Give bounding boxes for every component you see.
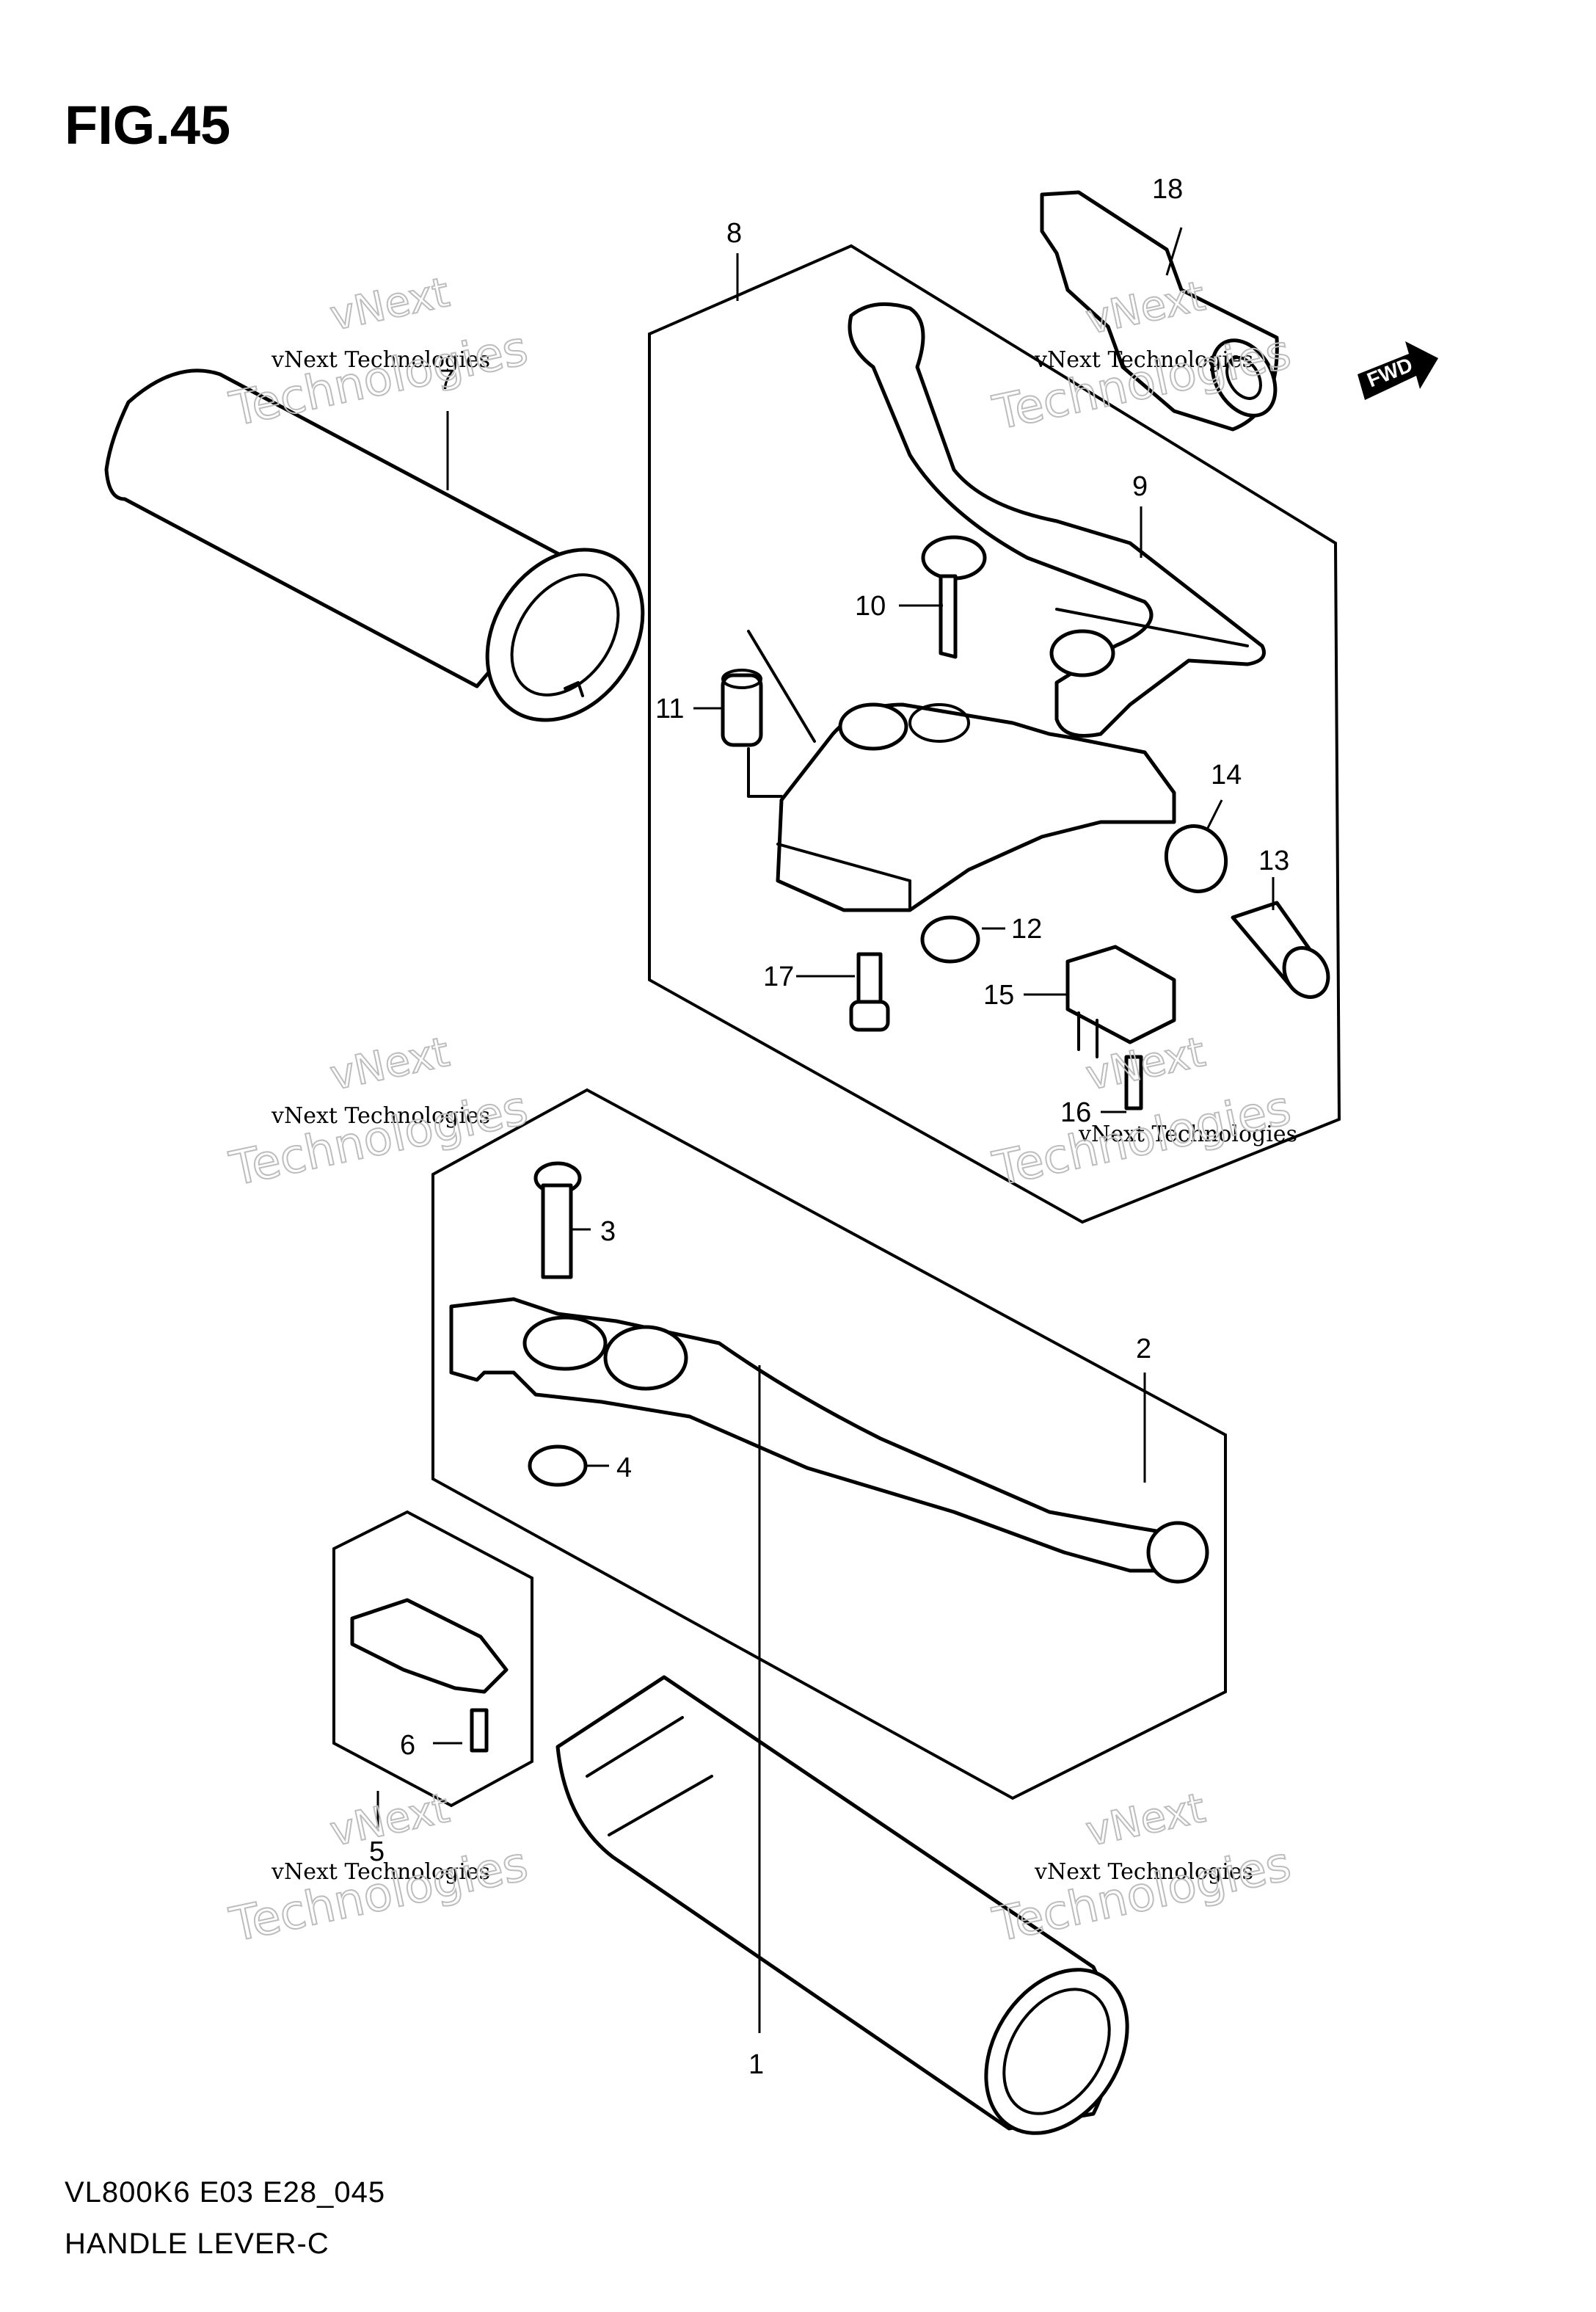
callout-labels: 1 2 3 4 5 6 7 8 9 10 11 12 13 14 15 16 1… [369,174,1289,2080]
part-9-lever [848,302,1266,738]
svg-text:vNext Technologies: vNext Technologies [271,347,490,373]
watermark-top-left: vNext vNext Technologies Technologies [225,268,533,438]
callout-3: 3 [600,1216,616,1247]
callout-4: 4 [616,1453,632,1483]
svg-text:vNext: vNext [326,1784,453,1856]
svg-text:Technologies: Technologies [225,321,533,437]
part-2-lever [449,1297,1209,1584]
svg-text:Technologies: Technologies [225,1081,533,1197]
svg-text:vNext: vNext [1082,1028,1209,1100]
svg-text:vNext Technologies: vNext Technologies [271,1103,490,1129]
part-12-nut [920,915,980,964]
model-code: VL800K6 E03 E28_045 [65,2176,385,2209]
callout-9: 9 [1132,471,1148,502]
callout-14: 14 [1211,760,1242,790]
svg-text:vNext: vNext [1082,1784,1209,1856]
group-box-2 [431,1088,1227,1800]
part-10-bolt [921,535,987,659]
part-1-grip [555,1675,1129,2135]
watermark-bottom-left: vNext vNext Technologies Technologies [225,1784,533,1954]
part-6-screw [470,1708,489,1753]
part-3-bolt [533,1161,582,1279]
callout-11: 11 [655,694,684,724]
part-5-switch [350,1598,509,1694]
callout-7: 7 [439,365,454,396]
svg-text:vNext Technologies: vNext Technologies [1034,1859,1253,1885]
callout-6: 6 [400,1730,415,1761]
svg-text:vNext Technologies: vNext Technologies [1078,1122,1297,1147]
callout-1: 1 [748,2049,764,2080]
callout-16: 16 [1060,1097,1091,1128]
part-13-screw [1231,901,1330,999]
part-8-bracket [776,702,1176,912]
part-4-nut [528,1444,588,1487]
callout-5: 5 [369,1836,385,1867]
group-box-5 [332,1510,533,1808]
callout-10: 10 [855,591,886,622]
watermark-mid-right: vNext vNext Technologies Technologies [988,1028,1297,1198]
watermark-mid-left: vNext vNext Technologies Technologies [225,1028,533,1198]
watermark-bottom-right: vNext vNext Technologies Technologies [988,1784,1297,1954]
callout-2: 2 [1136,1334,1151,1364]
part-14-wheel [1164,824,1228,893]
fwd-arrow-icon: FWD [1358,341,1438,400]
group-box-8 [648,244,1341,1224]
part-18-cover [1040,190,1279,432]
figure-title: FIG.45 [65,95,230,156]
part-16-screw [1124,1055,1143,1110]
callout-13: 13 [1258,846,1289,876]
figure-caption: HANDLE LEVER-C [65,2228,329,2260]
part-7-grip [104,368,645,722]
svg-text:Technologies: Technologies [988,1837,1296,1953]
part-15-switch [1065,945,1176,1058]
callout-17: 17 [763,961,794,992]
callout-15: 15 [983,980,1014,1011]
leader-lines [376,227,1275,2033]
part-11-bushing [721,630,816,798]
svg-text:vNext Technologies: vNext Technologies [271,1859,490,1885]
svg-text:vNext: vNext [326,269,453,341]
svg-text:vNext Technologies: vNext Technologies [1034,347,1253,373]
part-17-bolt [849,952,890,1032]
callout-12: 12 [1011,914,1042,945]
svg-text:vNext: vNext [326,1028,453,1100]
callout-8: 8 [726,218,742,249]
callout-18: 18 [1152,174,1183,205]
